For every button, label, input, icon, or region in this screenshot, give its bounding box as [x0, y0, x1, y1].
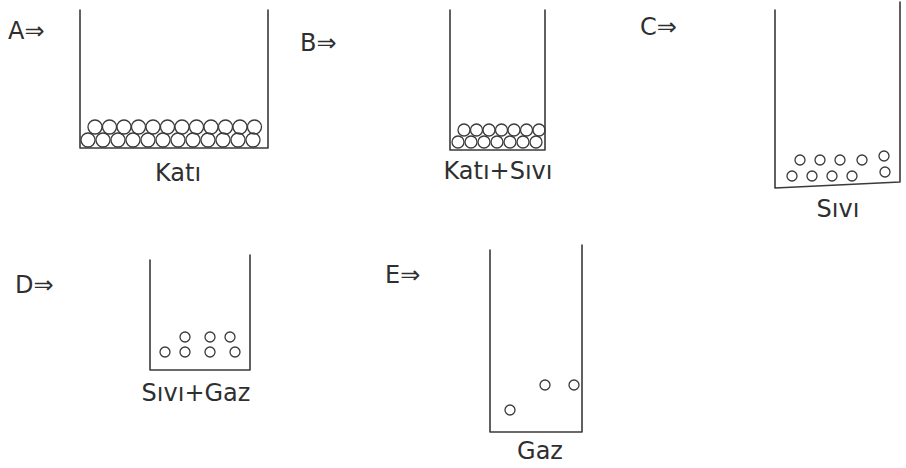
particle [248, 120, 262, 134]
particle [205, 347, 215, 357]
particle [132, 120, 146, 134]
particle [180, 332, 190, 342]
particle [171, 133, 185, 147]
beaker-letter: A⇒ [8, 18, 45, 44]
particle [491, 136, 503, 148]
particle [471, 124, 483, 136]
particle [540, 380, 550, 390]
beaker-outline [80, 10, 268, 148]
beaker-letter: B⇒ [300, 30, 337, 56]
particle [219, 120, 233, 134]
state-caption: Katı+Sıvı [444, 158, 553, 184]
particle [233, 120, 247, 134]
particle [517, 136, 529, 148]
particle [795, 155, 805, 165]
particle [81, 133, 95, 147]
particle [478, 136, 490, 148]
particle [787, 171, 797, 181]
particle [205, 332, 215, 342]
beaker-outline [490, 245, 582, 432]
particle [175, 120, 189, 134]
particle [204, 120, 218, 134]
particle [569, 380, 579, 390]
state-caption: Sıvı+Gaz [142, 380, 251, 406]
particle [201, 133, 215, 147]
particle [180, 347, 190, 357]
beaker-outline [450, 10, 545, 150]
beaker-outline [775, 2, 900, 188]
particle [111, 133, 125, 147]
particle [879, 151, 889, 161]
particle [231, 133, 245, 147]
particle [880, 167, 890, 177]
particle [465, 136, 477, 148]
particle [160, 347, 170, 357]
particle [533, 124, 545, 136]
particle [835, 155, 845, 165]
particle [857, 155, 867, 165]
particle [96, 133, 110, 147]
particle [141, 133, 155, 147]
beaker-letter: D⇒ [15, 272, 54, 298]
particle [103, 120, 117, 134]
particle [225, 332, 235, 342]
particle [815, 155, 825, 165]
state-caption: Sıvı [817, 196, 860, 222]
particle [190, 120, 204, 134]
particle [847, 171, 857, 181]
particle [483, 124, 495, 136]
particle [216, 133, 230, 147]
particle [230, 347, 240, 357]
particle [146, 120, 160, 134]
particle [807, 171, 817, 181]
particle [126, 133, 140, 147]
particle [186, 133, 200, 147]
particle [452, 136, 464, 148]
beaker-letter: E⇒ [385, 262, 420, 288]
particle [521, 124, 533, 136]
beaker-outline [150, 255, 250, 370]
particle [246, 133, 260, 147]
particle [827, 171, 837, 181]
beaker-letter: C⇒ [640, 14, 677, 40]
particle [156, 133, 170, 147]
particle [88, 120, 102, 134]
particle [508, 124, 520, 136]
particle [161, 120, 175, 134]
particle [496, 124, 508, 136]
particle [504, 136, 516, 148]
state-caption: Gaz [517, 438, 563, 464]
particle [530, 136, 542, 148]
particle [117, 120, 131, 134]
particle [458, 124, 470, 136]
particle [505, 405, 515, 415]
state-caption: Katı [155, 160, 201, 186]
